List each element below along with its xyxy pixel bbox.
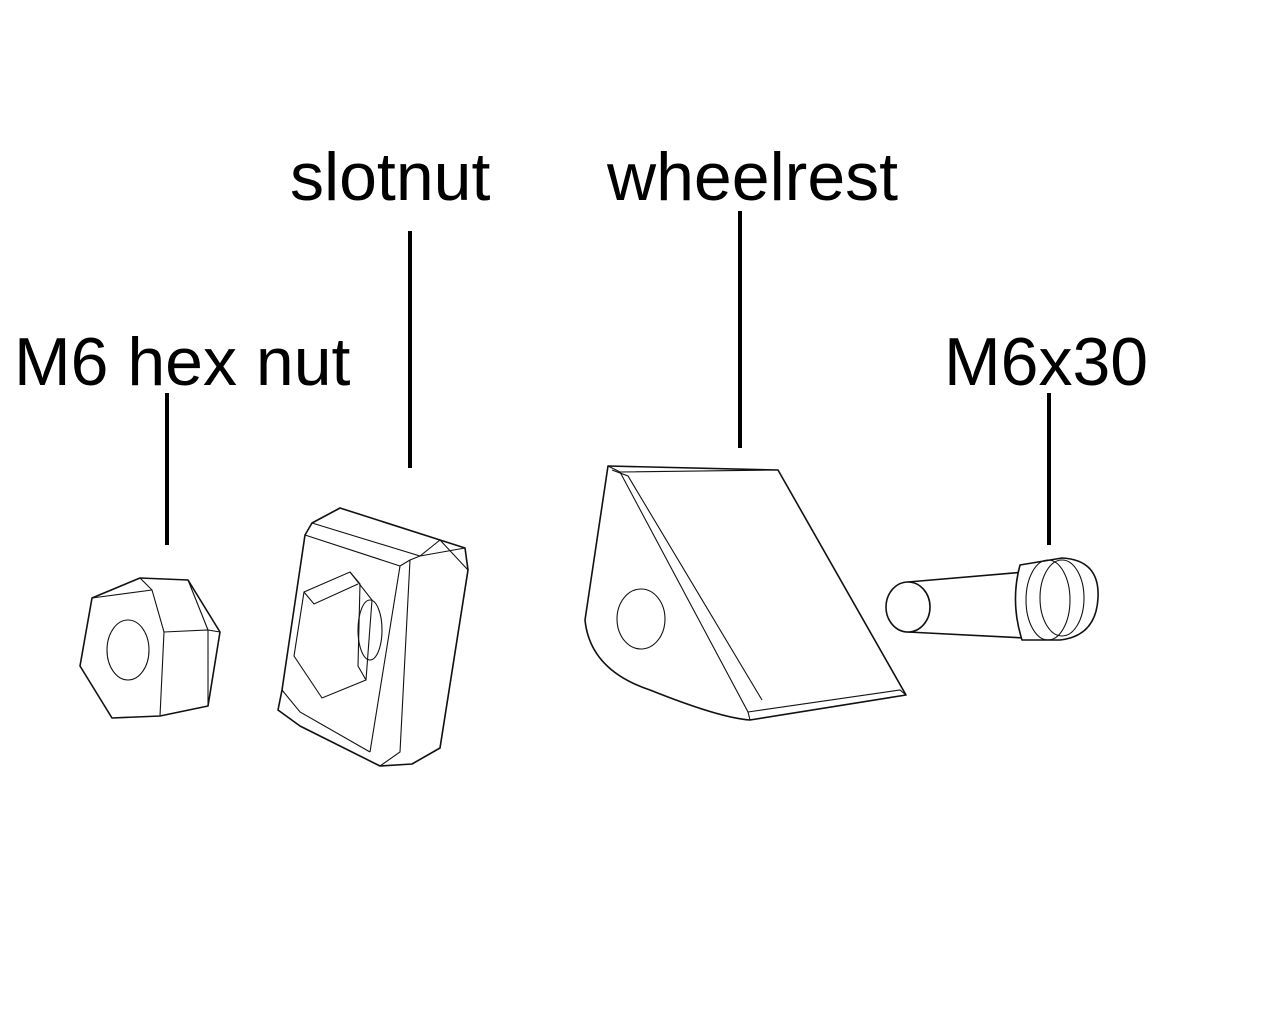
label-slotnut: slotnut — [290, 139, 491, 215]
leader-line-hex-nut — [165, 393, 169, 545]
leader-line-m6x30 — [1047, 393, 1051, 545]
label-wheelrest: wheelrest — [607, 139, 899, 215]
hex-nut-drawing — [79, 577, 221, 719]
bolt-drawing — [885, 557, 1099, 641]
wheelrest-drawing — [584, 465, 907, 721]
label-m6x30: M6x30 — [944, 324, 1149, 400]
leader-line-slotnut — [408, 231, 412, 468]
slotnut-drawing — [277, 507, 469, 767]
label-m6-hex-nut: M6 hex nut — [14, 324, 351, 400]
leader-line-wheelrest — [738, 211, 742, 448]
